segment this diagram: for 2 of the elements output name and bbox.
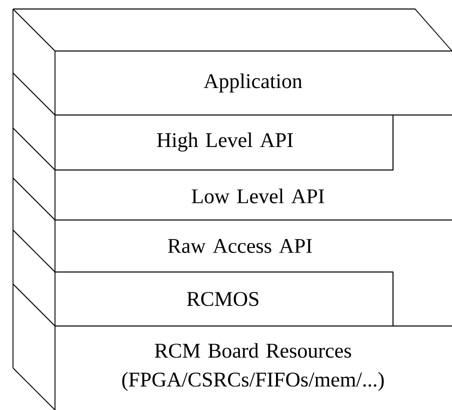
layer-box: Application [54, 50, 452, 116]
layer-box: RCM Board Resources (FPGA/CSRCs/FIFOs/mem/...) [54, 326, 452, 410]
